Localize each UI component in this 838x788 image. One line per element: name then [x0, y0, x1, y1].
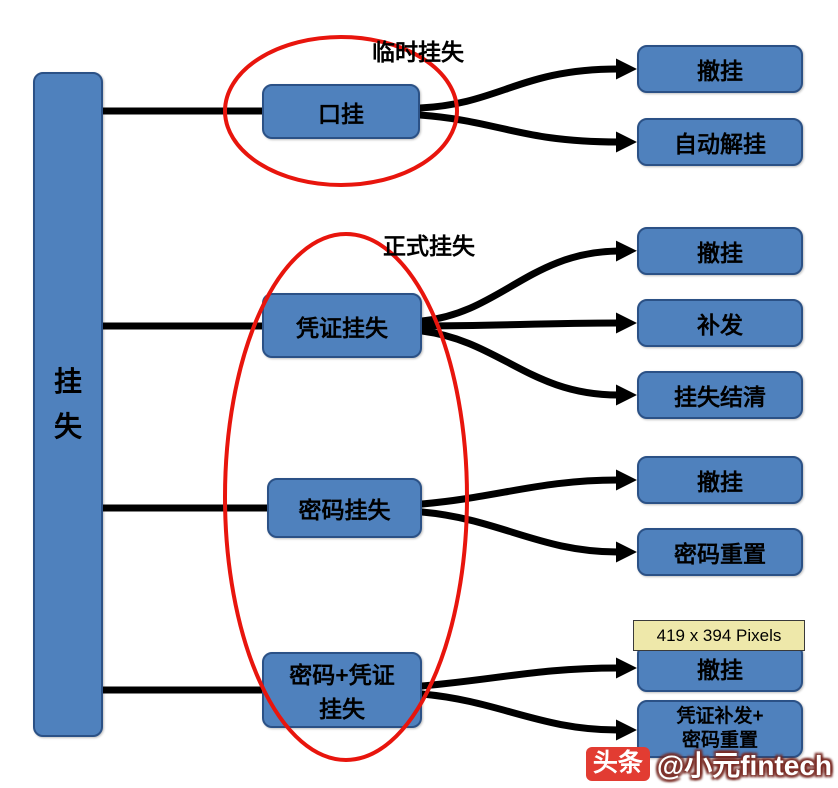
label-formal-loss: 正式挂失 — [383, 233, 475, 259]
node-label-line2: 挂失 — [319, 696, 365, 722]
node-label-line1: 凭证补发+ — [676, 706, 764, 728]
edge-cert-settlement — [418, 327, 637, 406]
node-cancel-hold-2: 撤挂 — [637, 227, 803, 275]
node-loss-report-root: 挂失 — [33, 72, 103, 737]
connectors — [99, 58, 637, 741]
edge-passcert-cancel — [418, 657, 637, 690]
node-cancel-hold-1: 撤挂 — [637, 45, 803, 93]
node-label: 密码重置 — [674, 541, 766, 567]
node-label: 自动解挂 — [674, 131, 766, 157]
edge-oral-autorelease — [416, 111, 637, 153]
node-loss-settlement: 挂失结清 — [637, 371, 803, 419]
edge-pass-reset — [418, 508, 637, 563]
label-temporary-loss: 临时挂失 — [372, 39, 464, 65]
node-label: 挂失结清 — [674, 384, 766, 410]
node-certificate-loss: 凭证挂失 — [262, 293, 422, 358]
node-label: 凭证挂失 — [296, 314, 388, 341]
node-password-reset: 密码重置 — [637, 528, 803, 576]
node-auto-release: 自动解挂 — [637, 118, 803, 166]
watermark: 头条 @小元fintech — [585, 744, 832, 784]
node-label-line2: 密码重置 — [681, 730, 758, 751]
node-password-certificate-loss: 密码+凭证 挂失 — [262, 652, 422, 728]
node-label: 挂失 — [53, 365, 82, 442]
node-reissue: 补发 — [637, 299, 803, 347]
edge-pass-cancel — [418, 469, 637, 508]
node-label: 撤挂 — [697, 58, 743, 84]
watermark-handle: @小元fintech — [656, 750, 832, 781]
node-label: 密码挂失 — [298, 497, 391, 523]
node-oral-hold: 口挂 — [262, 84, 420, 139]
node-label: 补发 — [697, 312, 743, 338]
node-certificate-reissue-password-reset: 凭证补发+ 密码重置 — [637, 700, 803, 758]
edge-passcert-reissue-reset — [418, 690, 637, 741]
edge-cert-reissue — [418, 312, 637, 334]
image-size-tooltip: 419 x 394 Pixels — [633, 620, 805, 651]
node-label: 撤挂 — [697, 657, 743, 683]
toutiao-badge: 头条 — [585, 747, 650, 781]
node-label: 口挂 — [318, 100, 364, 127]
node-label: 撤挂 — [697, 469, 743, 495]
node-cancel-hold-3: 撤挂 — [637, 456, 803, 504]
node-password-loss: 密码挂失 — [267, 478, 422, 538]
node-label: 撤挂 — [697, 240, 743, 266]
node-cancel-hold-4: 撤挂 — [637, 644, 803, 692]
node-label-line1: 密码+凭证 — [289, 662, 395, 688]
edge-oral-cancel — [416, 58, 637, 112]
edge-cert-cancel — [418, 240, 637, 325]
tooltip-text: 419 x 394 Pixels — [656, 625, 782, 645]
